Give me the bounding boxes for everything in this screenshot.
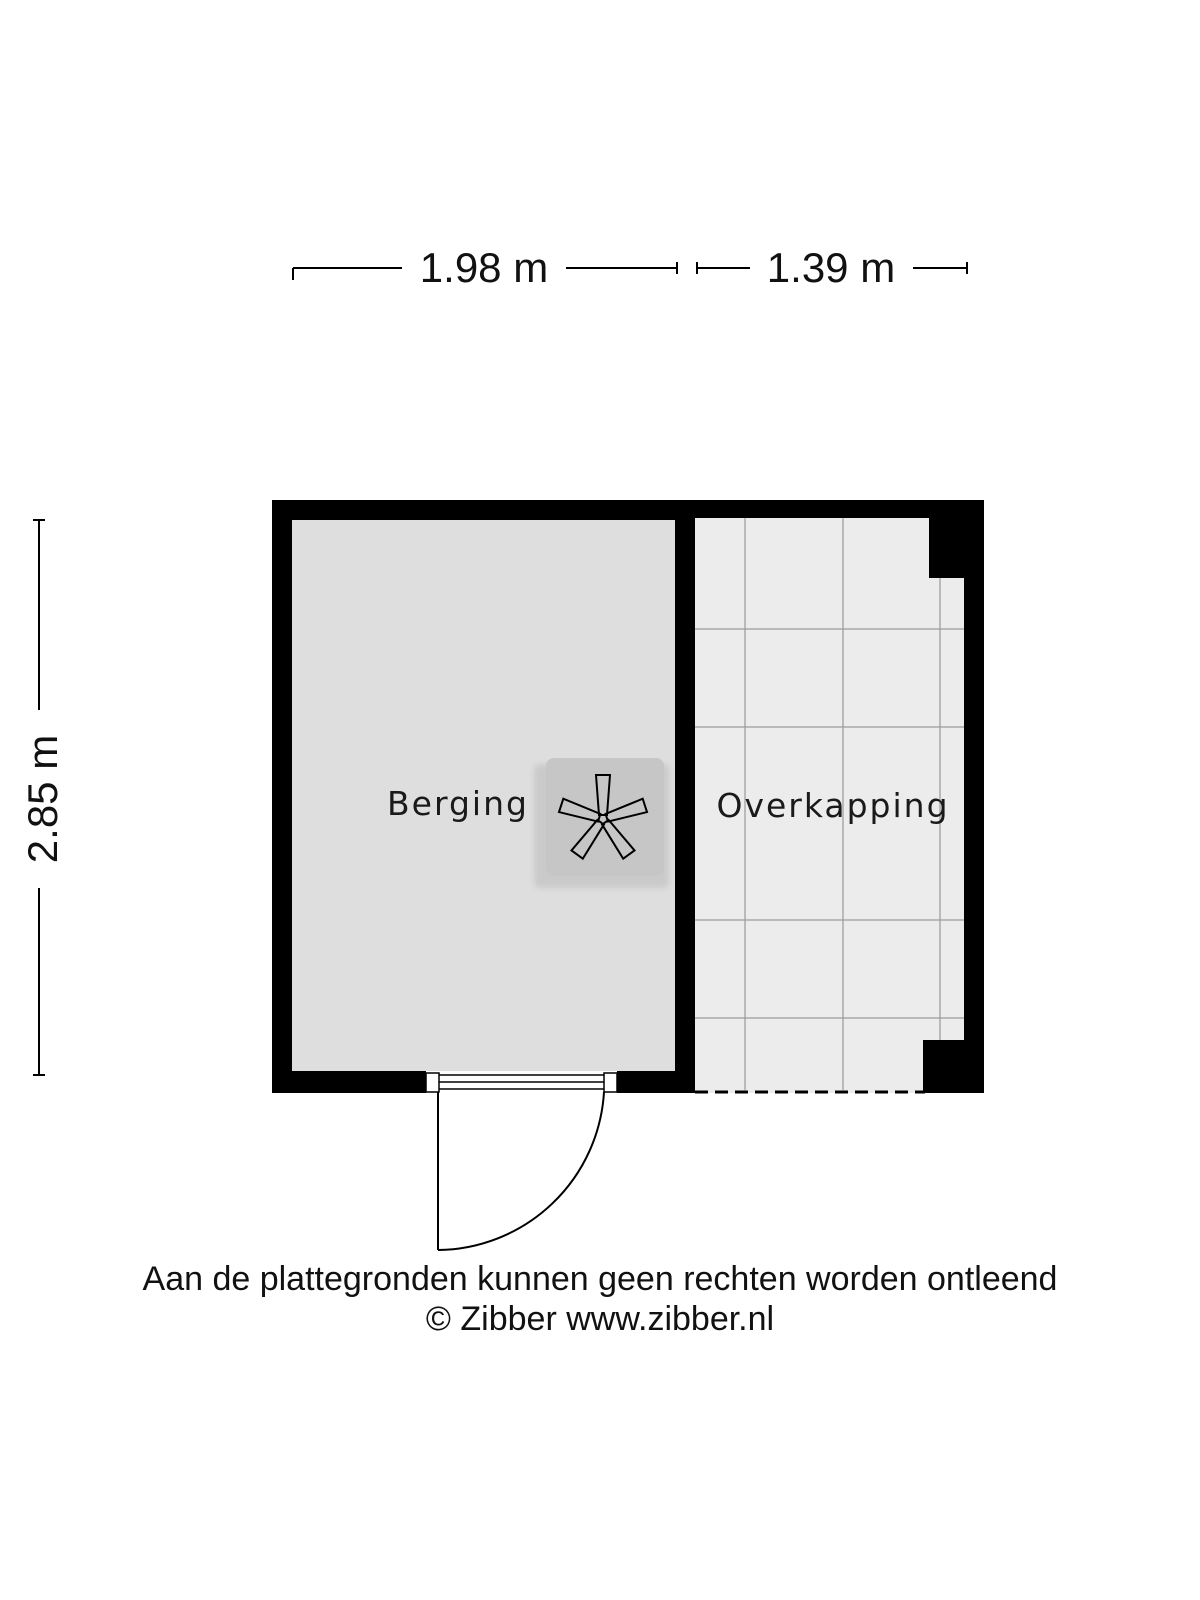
dimension-depth: 2.85 m xyxy=(19,519,66,1076)
berging-wall-bottom-right xyxy=(617,1071,695,1093)
berging-wall-left xyxy=(272,500,292,1093)
overkapping-pillar-bottom xyxy=(923,1040,984,1093)
room-label-berging: Berging xyxy=(387,784,529,823)
dimension-width-right-label: 1.39 m xyxy=(767,244,895,291)
overkapping-floor xyxy=(695,518,965,1093)
dimension-width-left-label: 1.98 m xyxy=(420,244,548,291)
berging-wall-divider xyxy=(675,500,695,1093)
door-swing-icon xyxy=(425,1072,618,1251)
room-berging xyxy=(272,500,984,1093)
dimension-width-left: 1.98 m xyxy=(292,244,678,291)
berging-wall-top xyxy=(272,500,984,520)
room-label-overkapping: Overkapping xyxy=(716,786,949,825)
room-overkapping xyxy=(695,500,984,1094)
disclaimer-text: Aan de plattegronden kunnen geen rechten… xyxy=(142,1260,1058,1298)
overkapping-pillar-top xyxy=(929,500,984,578)
overkapping-wall-right xyxy=(964,500,984,1093)
dimension-depth-label: 2.85 m xyxy=(19,735,66,863)
berging-wall-bottom-left xyxy=(272,1071,426,1093)
fan-star-icon xyxy=(534,758,669,888)
copyright-text: © Zibber www.zibber.nl xyxy=(425,1300,775,1338)
dimension-width-right: 1.39 m xyxy=(696,244,968,291)
overkapping-tiles xyxy=(695,518,965,1090)
